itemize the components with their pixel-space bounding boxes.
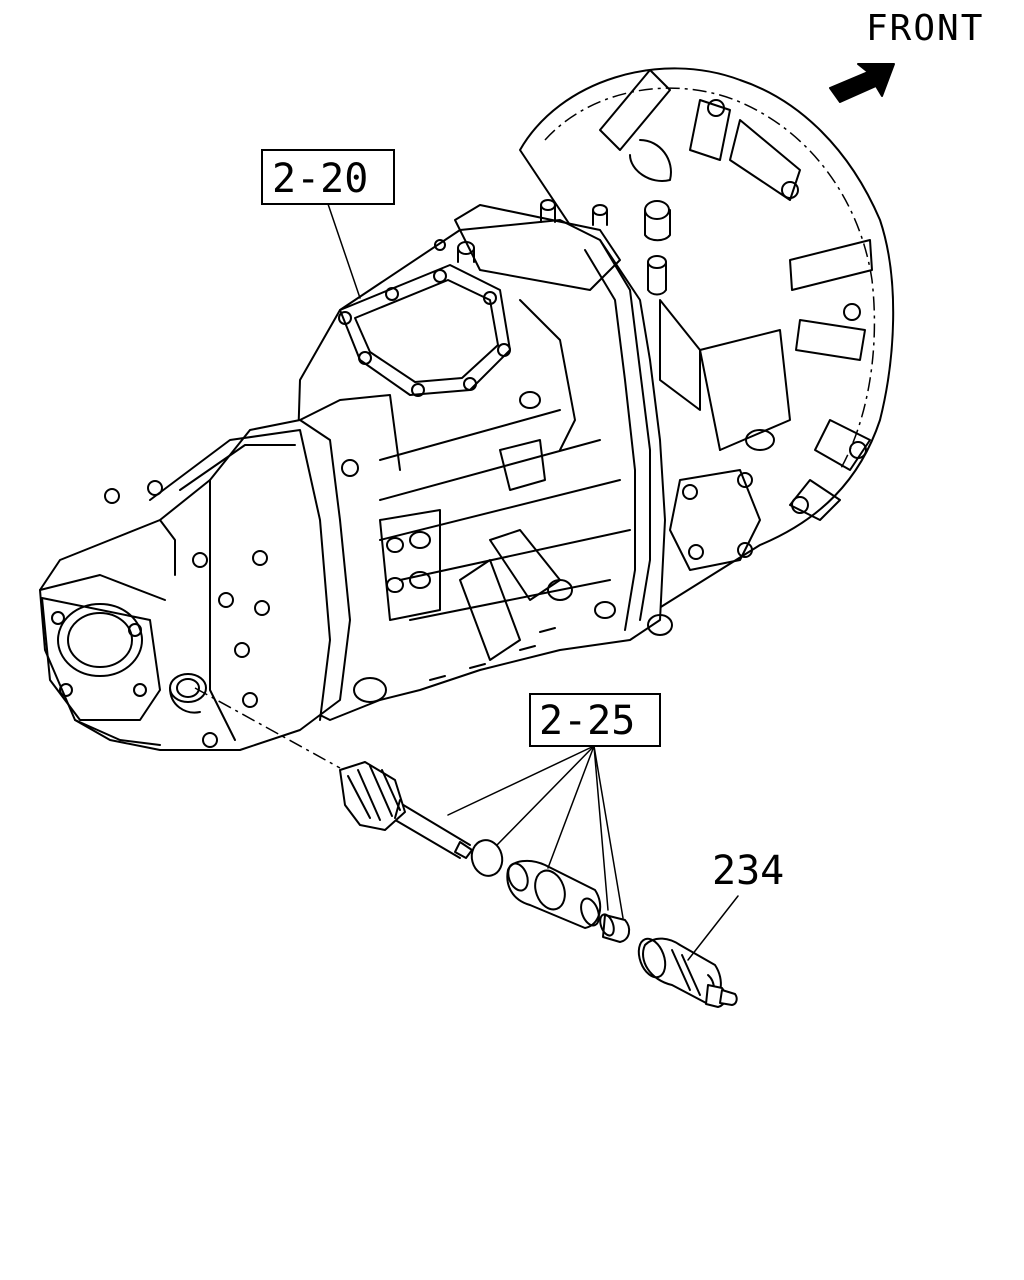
driven-gear — [339, 761, 406, 831]
rear-extension — [39, 419, 351, 751]
callout-2-25-box — [529, 693, 661, 747]
callout-2-25-leader-gear — [447, 745, 595, 816]
callout-2-20: 2-20 — [261, 149, 395, 299]
callout-2-25-leader-bushing-2 — [593, 745, 624, 919]
callout-2-25-label: 2-25 — [539, 698, 635, 744]
transmission-assembly — [39, 67, 895, 751]
callout-2-20-label: 2-20 — [272, 156, 368, 202]
speedometer-kit — [194, 687, 631, 943]
clutch-housing — [519, 67, 895, 621]
callout-2-20-box — [261, 149, 395, 205]
callout-234: 234 — [687, 848, 784, 961]
bushing — [599, 913, 631, 943]
callout-2-25-leader-bushing — [593, 745, 609, 911]
gear-case — [289, 199, 761, 721]
callout-2-25: 2-25 — [447, 693, 661, 919]
callout-234-label: 234 — [712, 848, 784, 894]
callout-2-25-leader-sleeve — [547, 745, 595, 869]
speed-sensor — [637, 937, 738, 1008]
front-label: FRONT — [866, 8, 984, 49]
arrow-up-right-icon — [829, 63, 895, 103]
o-ring — [470, 839, 504, 877]
callout-234-leader — [687, 895, 739, 961]
sleeve — [506, 859, 602, 929]
callout-2-20-leader — [327, 203, 361, 299]
callout-2-25-leader-oring — [496, 745, 595, 846]
